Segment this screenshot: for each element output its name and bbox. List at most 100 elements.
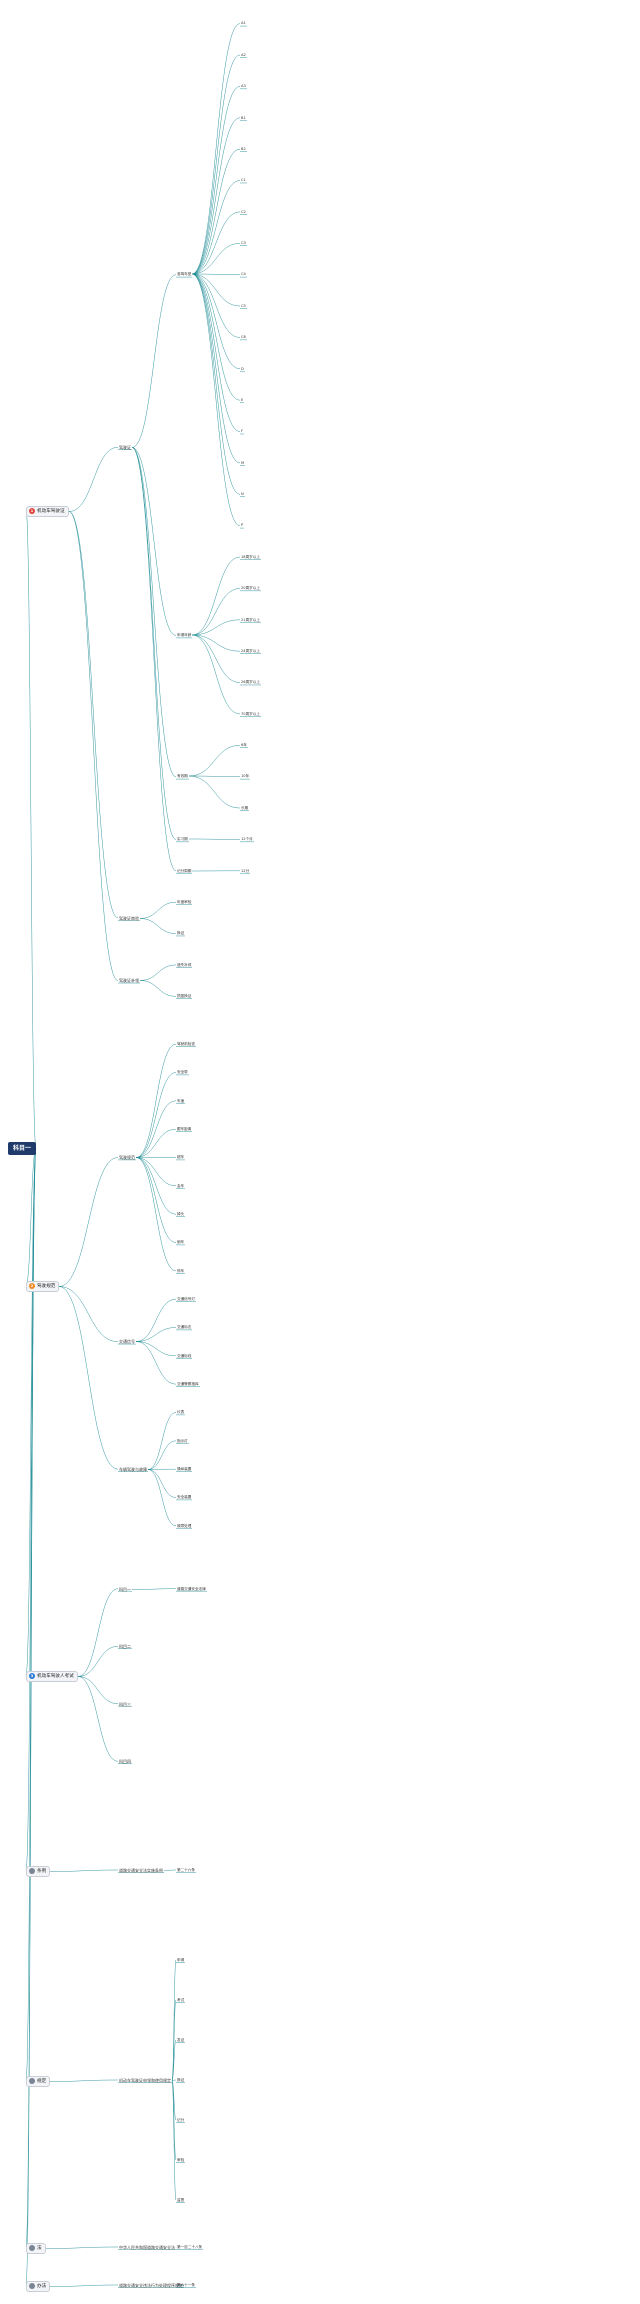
topic-number-badge [29,2244,35,2251]
branch-node[interactable]: C5 [241,303,246,308]
branch-node[interactable]: C4 [241,272,246,277]
branch-node[interactable]: B1 [241,115,246,120]
topic-node[interactable]: 法 [26,2242,46,2254]
branch-node[interactable]: 会车 [177,1183,185,1188]
branch-node[interactable]: 超车 [177,1155,185,1160]
branch-node[interactable]: 10年 [241,774,250,779]
branch-node[interactable]: 科目四 [119,1759,131,1765]
branch-node[interactable]: 考试 [177,1997,185,2002]
branch-node[interactable]: 停车 [177,1268,185,1273]
branch-node[interactable]: 安全装置 [177,1495,192,1500]
branch-node[interactable]: 驾驶证 [119,445,131,451]
branch-node[interactable]: 70周岁以上 [241,711,260,716]
branch-node[interactable]: 12个月 [241,837,253,842]
branch-node[interactable]: 有效期 [177,774,188,779]
topic-node[interactable]: 办法 [26,2280,51,2292]
branch-node[interactable]: 26周岁以上 [241,680,260,685]
branch-node[interactable]: 损毁换证 [177,994,192,999]
branch-node[interactable]: 跟车距离 [177,1126,192,1131]
edge [191,273,241,338]
branch-node[interactable]: C3 [241,241,246,246]
branch-node[interactable]: 申请年龄 [177,633,192,638]
branch-node[interactable]: 交通信号灯 [177,1296,195,1301]
branch-node[interactable]: 18周岁以上 [241,554,260,559]
branch-node[interactable]: A3 [241,84,246,89]
branch-node[interactable]: 换证 [177,2077,185,2082]
branch-node[interactable]: A1 [241,21,246,26]
branch-node[interactable]: 仪表 [177,1410,185,1415]
branch-node[interactable]: 驾驶证审验 [119,915,139,921]
branch-node[interactable]: 准驾车型 [177,272,192,277]
branch-node[interactable]: C2 [241,209,246,214]
branch-node[interactable]: 操纵装置 [177,1466,192,1471]
branch-node[interactable]: N [241,492,244,497]
branch-node[interactable]: 倒车 [177,1240,185,1245]
branch-node[interactable]: 发证 [177,2037,185,2042]
edge [135,1298,177,1342]
edge [77,1676,119,1704]
branch-node[interactable]: 换证 [177,931,185,936]
branch-node[interactable]: 长期 [241,805,249,810]
branch-node[interactable]: C1 [241,178,246,183]
branch-node[interactable]: 道路交通安全法实施条例 [119,1867,163,1873]
branch-node[interactable]: 20周岁以上 [241,586,260,591]
edge [135,1341,177,1385]
edge [68,447,119,512]
branch-node[interactable]: 科目一 [119,1586,131,1592]
branch-node[interactable]: 指示灯 [177,1438,188,1443]
branch-node[interactable]: 年度审验 [177,899,192,904]
topic-node[interactable]: 条例 [26,1865,51,1877]
branch-node[interactable]: 申请 [177,1957,185,1962]
branch-node[interactable]: 驾驶规范 [119,1155,135,1161]
edge [191,273,241,275]
branch-node[interactable]: 中华人民共和国道路交通安全法 [119,2244,175,2250]
branch-node[interactable]: M [241,460,245,465]
branch-node[interactable]: 遗失补领 [177,962,192,967]
branch-node[interactable]: D [241,366,244,371]
branch-node[interactable]: 交通警察指挥 [177,1381,199,1386]
branch-node[interactable]: 24周岁以上 [241,648,260,653]
topic-node[interactable]: 规定 [26,2075,51,2087]
branch-node[interactable]: 交通标线 [177,1353,192,1358]
branch-node[interactable]: B2 [241,146,246,151]
branch-node[interactable]: 6年 [241,743,247,748]
branch-node[interactable]: 科目二 [119,1644,131,1650]
branch-node[interactable]: 记分 [177,2117,185,2122]
branch-node[interactable]: 驾驶证补领 [119,978,139,984]
branch-node[interactable]: 车速 [177,1098,185,1103]
branch-node[interactable]: 监督 [177,2197,185,2202]
edge [147,1469,177,1498]
branch-node[interactable]: 12分 [241,868,250,873]
branch-node[interactable]: 车辆驾驶与故障 [119,1466,147,1472]
branch-node[interactable]: 记分周期 [177,868,192,873]
root-node[interactable]: 科目一 [8,1142,37,1155]
branch-node[interactable]: C6 [241,335,246,340]
branch-node[interactable]: 掉头 [177,1211,185,1216]
branch-node[interactable]: 审验 [177,2157,185,2162]
branch-node[interactable]: 交通标志 [177,1325,192,1330]
branch-node[interactable]: 机动车驾驶证申领和使用规定 [119,2077,171,2083]
topic-number-badge: 1 [29,507,35,514]
edge [49,1869,119,1872]
branch-node[interactable]: 安全带 [177,1070,188,1075]
branch-node[interactable]: A2 [241,52,246,57]
branch-node[interactable]: 道路交通安全法律 [177,1586,206,1591]
branch-node[interactable]: 实习期 [177,837,188,842]
branch-node[interactable]: E [241,397,244,402]
branch-node[interactable]: 第一百二十八条 [177,2244,203,2249]
branch-node[interactable]: 交通信号 [119,1339,135,1345]
branch-node[interactable]: 第六十一条 [177,2282,195,2287]
edge [188,745,241,777]
edge [68,511,119,919]
branch-node[interactable]: 故障处理 [177,1523,192,1528]
branch-node[interactable]: 驾驶前检查 [177,1041,195,1046]
branch-node[interactable]: 道路交通安全违法行为处理程序规定 [119,2282,183,2288]
branch-node[interactable]: 科目三 [119,1701,131,1707]
branch-node[interactable]: 21周岁以上 [241,617,260,622]
branch-node[interactable]: 第二十六条 [177,1867,195,1872]
branch-node[interactable]: P [241,523,244,528]
branch-node[interactable]: F [241,429,244,434]
